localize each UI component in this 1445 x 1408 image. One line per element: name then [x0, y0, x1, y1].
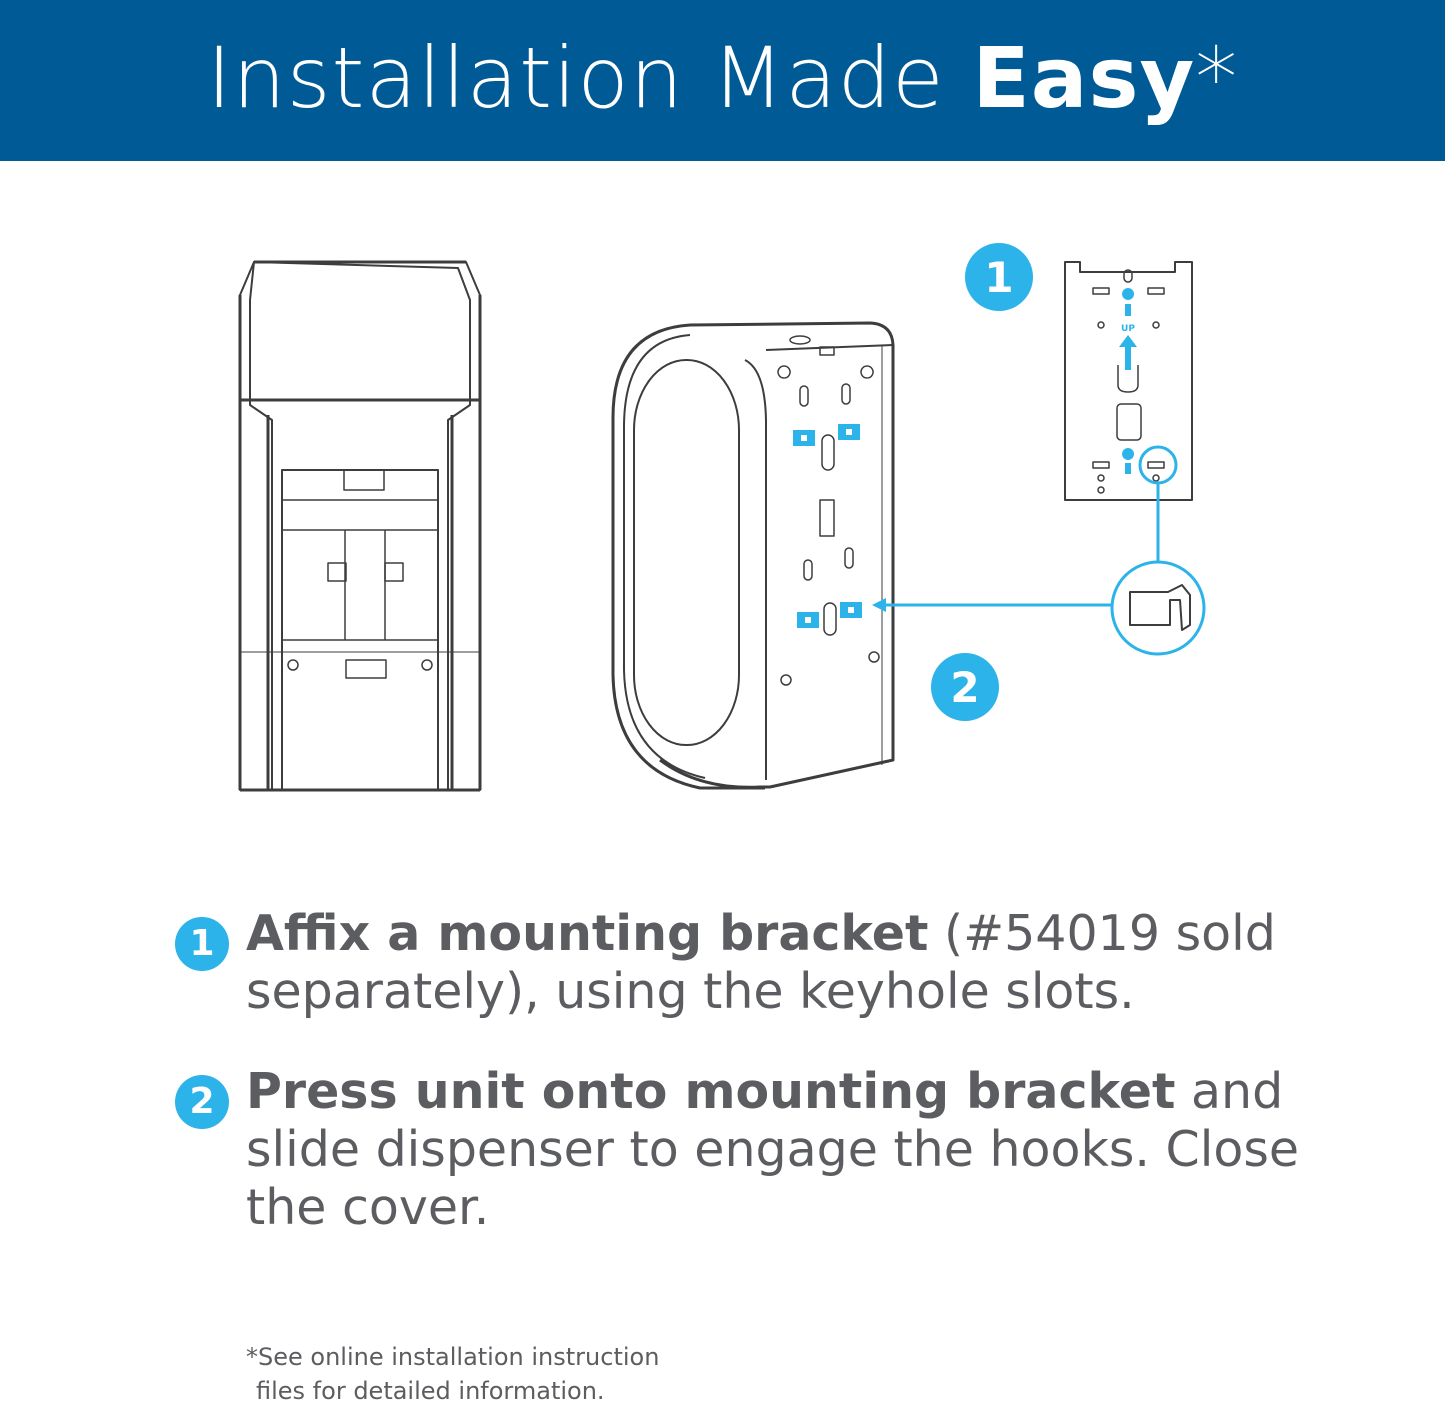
title-asterisk: * — [1195, 29, 1239, 127]
step-2-text: and slide dispenser to engage the hooks.… — [246, 1063, 1299, 1236]
hook-detail — [1129, 584, 1191, 631]
footnote-line-1: *See online installation instruction — [246, 1343, 660, 1371]
dispenser-front-view — [238, 260, 482, 792]
accent-markers — [793, 288, 1137, 628]
arrowhead — [872, 598, 886, 612]
step-1-text: (#54019 sold separately), using the keyh… — [246, 905, 1276, 1020]
callout-2: 2 — [931, 653, 999, 721]
title-bold-text: Easy — [972, 29, 1196, 127]
step-2: 2 Press unit onto mounting bracket and s… — [170, 1063, 1320, 1237]
step-2-number: 2 — [175, 1075, 229, 1129]
page-title: Installation Made Easy* — [0, 28, 1445, 128]
title-light-text: Installation Made — [206, 29, 973, 127]
callout-1-number: 1 — [984, 253, 1013, 302]
footnote-line-2: files for detailed information. — [256, 1377, 605, 1405]
step-1-bold: Affix a mounting bracket — [246, 905, 929, 962]
mounting-bracket — [1064, 261, 1193, 501]
steps-list: 1 Affix a mounting bracket (#54019 sold … — [170, 905, 1320, 1237]
step-2-bold: Press unit onto mounting bracket — [246, 1063, 1176, 1120]
step-1-number: 1 — [175, 917, 229, 971]
installation-diagram: UP 1 2 — [238, 243, 1206, 792]
footnote: *See online installation instruction fil… — [246, 1340, 659, 1408]
header-banner: Installation Made Easy* — [0, 0, 1445, 161]
leader-lines — [878, 445, 1206, 656]
callout-2-number: 2 — [950, 663, 979, 712]
step-1: 1 Affix a mounting bracket (#54019 sold … — [170, 905, 1320, 1021]
callout-1: 1 — [965, 243, 1033, 311]
bracket-up-label: UP — [1121, 324, 1135, 334]
dispenser-side-view — [611, 321, 895, 790]
